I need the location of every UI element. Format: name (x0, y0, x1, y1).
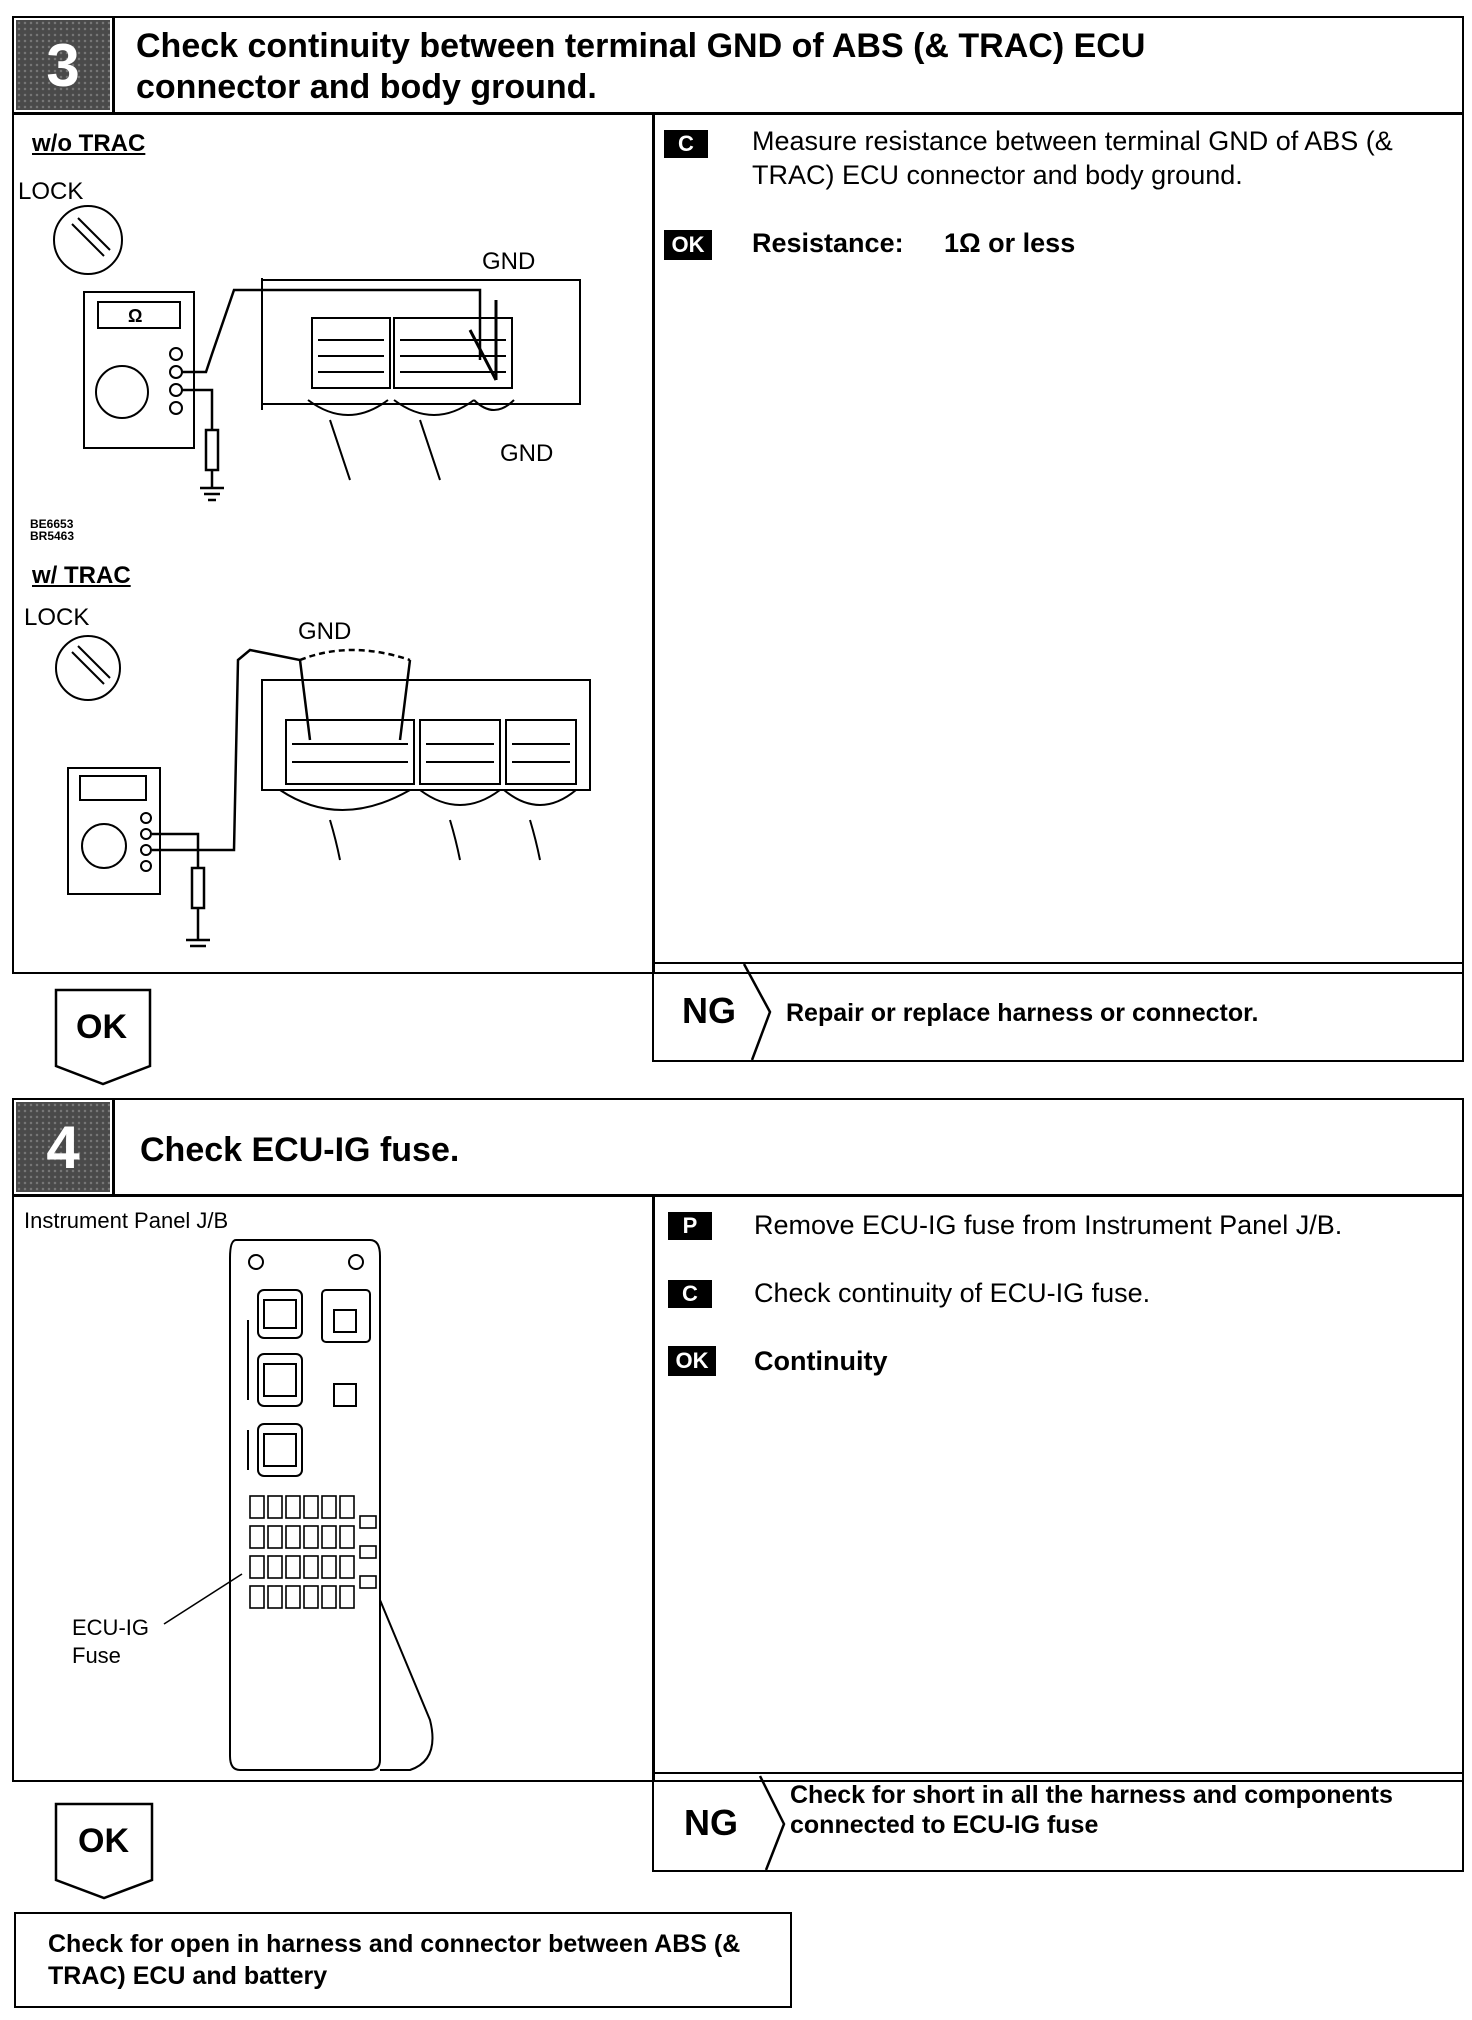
step3-c-badge: C (664, 130, 708, 158)
fig-a-heading: w/o TRAC (32, 130, 146, 157)
step3-num-divider (112, 16, 115, 114)
step3-ng-label: NG (682, 990, 736, 1031)
step4-instruction-c: Check continuity of ECU-IG fuse. (754, 1278, 1151, 1308)
fuse-leader-line (163, 1573, 243, 1625)
ohmmeter-icon-b (67, 767, 161, 895)
ecu-connector-a (261, 278, 581, 481)
step4-ng-text: Check for short in all the harness and c… (790, 1781, 1393, 1839)
fig-b-heading: w/ TRAC (32, 562, 131, 589)
step3-ng-box (652, 962, 1464, 1062)
probe-wires (182, 288, 482, 502)
step3-number-text: 3 (46, 31, 80, 99)
fig-a-gnd-bottom-label: GND (500, 440, 554, 467)
step4-ok-text: Continuity (754, 1346, 888, 1376)
step4-instruction-p: Remove ECU-IG fuse from Instrument Panel… (754, 1210, 1343, 1240)
step4-ok-badge: OK (668, 1346, 716, 1376)
probe-wires-b (152, 648, 412, 948)
lock-key-icon (53, 205, 123, 275)
step3-number: 3 (16, 20, 110, 110)
step4-ng-box (652, 1772, 1464, 1872)
step4-header-divider (12, 1194, 1464, 1197)
junction-block-diagram (163, 1239, 434, 1771)
step4-ng-chevron (758, 1775, 786, 1871)
step3-ng-chevron (742, 963, 772, 1061)
ecu-ig-fuse-label: ECU-IG Fuse (72, 1615, 149, 1668)
step4-c-badge: C (668, 1280, 712, 1308)
step4-number: 4 (16, 1102, 110, 1192)
fig-a-lock-label: LOCK (18, 178, 84, 205)
step4-box (12, 1098, 1464, 1782)
step4-ok-arrow (54, 1802, 154, 1900)
step3-ok-arrow-label: OK (76, 1008, 127, 1046)
step4-number-text: 4 (46, 1113, 80, 1181)
step3-instruction-c: Measure resistance between terminal GND … (752, 126, 1393, 190)
fig-b-gnd-label: GND (298, 618, 352, 645)
step4-ng-label: NG (684, 1802, 738, 1843)
ecu-connector-b (261, 679, 591, 861)
step3-ng-text: Repair or replace harness or connector. (786, 999, 1259, 1027)
fig-a-code-2: BR5463 (30, 529, 75, 543)
step3-ok-value: 1Ω or less (944, 228, 1076, 258)
step4-figure-caption: Instrument Panel J/B (24, 1208, 229, 1233)
fig-a-gnd-top-label: GND (482, 248, 536, 275)
lock-key-icon-b (55, 635, 121, 701)
step4-ok-arrow-label: OK (78, 1822, 129, 1860)
step3-ok-badge: OK (664, 230, 712, 260)
fig-b-lock-label: LOCK (24, 604, 90, 631)
final-check-text: Check for open in harness and connector … (48, 1930, 741, 1990)
step3-ok-arrow (54, 988, 152, 1086)
fuse-grid (249, 1495, 377, 1609)
step4-column-divider (652, 1194, 655, 1782)
step4-num-divider (112, 1098, 115, 1196)
fig-a-code-1: BE6653 (30, 517, 74, 531)
fig-a-diagram (53, 205, 581, 502)
final-check-box (14, 1912, 792, 2008)
step3-title: Check continuity between terminal GND of… (136, 27, 1146, 106)
step3-box (12, 16, 1464, 974)
step4-title: Check ECU-IG fuse. (140, 1131, 460, 1169)
fig-b-diagram (55, 635, 591, 948)
step3-column-divider (652, 112, 655, 974)
step3-header-divider (12, 112, 1464, 115)
step4-p-badge: P (668, 1212, 712, 1240)
fig-a-ohm-symbol: Ω (128, 306, 143, 326)
step3-ok-label: Resistance: (752, 228, 904, 258)
